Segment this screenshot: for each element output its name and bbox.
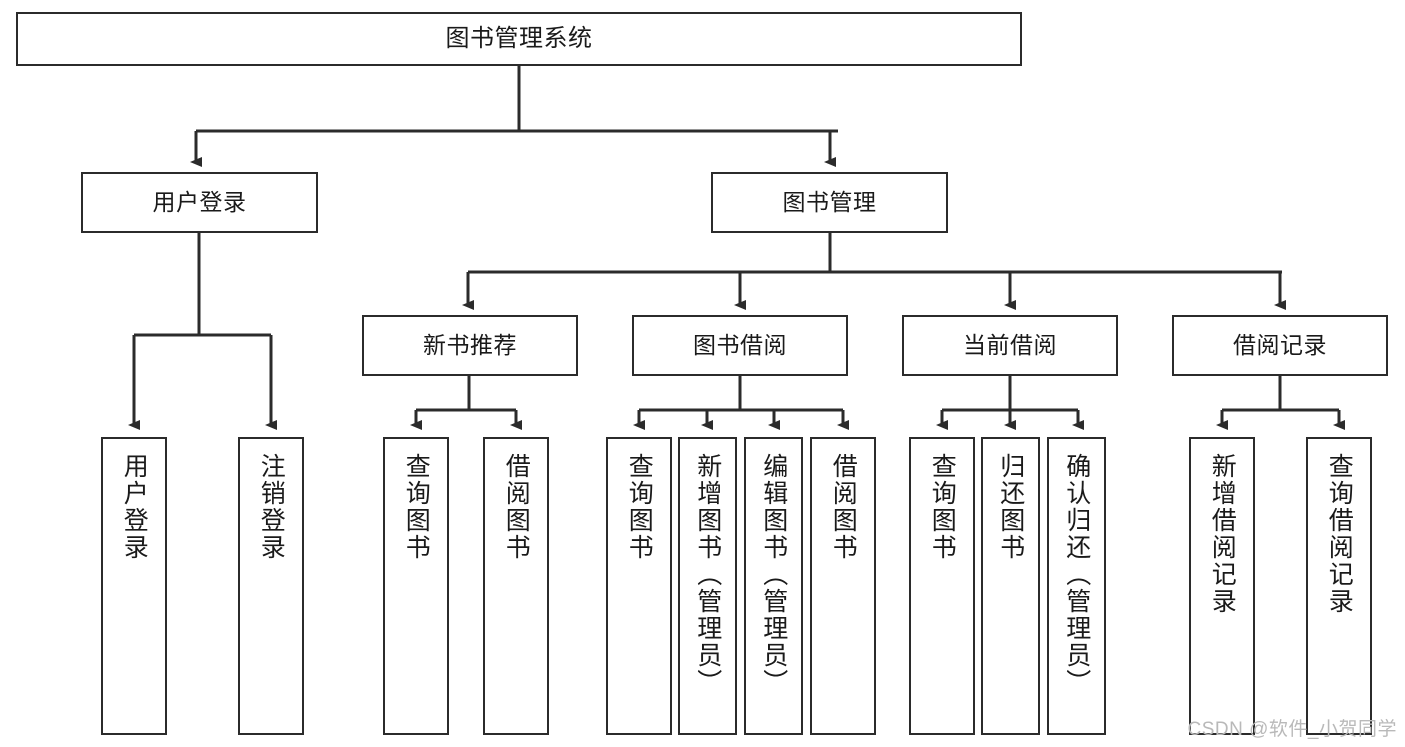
node-label: 借阅记录 [1233, 331, 1327, 358]
node-label: 图书管理系统 [445, 24, 593, 52]
node-label: 借阅图书 [829, 453, 858, 561]
watermark-text: CSDN @软件_小贺同学 [1187, 719, 1397, 740]
node-label: 归还图书 [996, 453, 1025, 561]
leaf-new-book-borrow-book[interactable]: 借阅图书 [483, 437, 549, 735]
node-label: 借阅图书 [502, 453, 531, 561]
leaf-user-login-logout[interactable]: 注销登录 [238, 437, 304, 735]
leaf-new-book-query-book[interactable]: 查询图书 [383, 437, 449, 735]
leaf-book-borrow-add-book[interactable]: 新增图书（管理员） [678, 437, 737, 735]
node-label: 编辑图书（管理员） [759, 453, 788, 696]
node-label: 新书推荐 [423, 331, 517, 358]
leaf-current-borrow-query-book[interactable]: 查询图书 [909, 437, 975, 735]
node-label: 新增借阅记录 [1208, 453, 1237, 615]
leaf-user-login-login[interactable]: 用户登录 [101, 437, 167, 735]
leaf-book-borrow-query-book[interactable]: 查询图书 [606, 437, 672, 735]
node-label: 用户登录 [152, 188, 247, 215]
node-label: 当前借阅 [963, 331, 1057, 358]
node-label: 用户登录 [120, 453, 149, 561]
node-new-book-recommend[interactable]: 新书推荐 [362, 315, 578, 376]
node-borrow-record[interactable]: 借阅记录 [1172, 315, 1388, 376]
node-label: 查询借阅记录 [1325, 453, 1354, 615]
node-label: 查询图书 [928, 453, 957, 561]
leaf-current-borrow-return-book[interactable]: 归还图书 [981, 437, 1040, 735]
leaf-book-borrow-borrow-book[interactable]: 借阅图书 [810, 437, 876, 735]
node-root-system[interactable]: 图书管理系统 [16, 12, 1022, 66]
leaf-borrow-record-add-record[interactable]: 新增借阅记录 [1189, 437, 1255, 735]
node-label: 新增图书（管理员） [693, 453, 722, 696]
node-label: 确认归还（管理员） [1062, 453, 1091, 696]
node-book-borrow[interactable]: 图书借阅 [632, 315, 848, 376]
node-label: 查询图书 [625, 453, 654, 561]
node-label: 图书管理 [782, 188, 877, 215]
node-label: 注销登录 [257, 453, 286, 561]
node-book-management[interactable]: 图书管理 [711, 172, 948, 233]
leaf-current-borrow-confirm-return[interactable]: 确认归还（管理员） [1047, 437, 1106, 735]
leaf-book-borrow-edit-book[interactable]: 编辑图书（管理员） [744, 437, 803, 735]
node-current-borrow[interactable]: 当前借阅 [902, 315, 1118, 376]
node-user-login[interactable]: 用户登录 [81, 172, 318, 233]
node-label: 图书借阅 [693, 331, 787, 358]
node-label: 查询图书 [402, 453, 431, 561]
leaf-borrow-record-query-record[interactable]: 查询借阅记录 [1306, 437, 1372, 735]
